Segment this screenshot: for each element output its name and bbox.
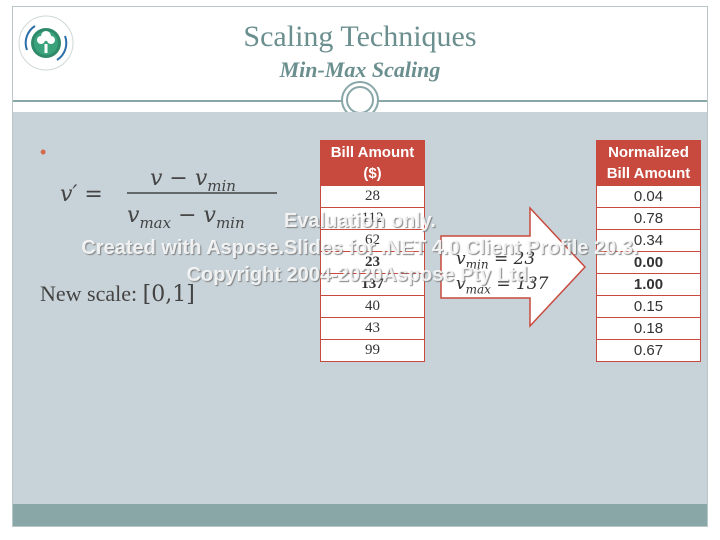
new-scale-line: New scale: [0,1]: [40, 281, 195, 307]
formula-denominator: v: [127, 203, 140, 228]
formula-denominator-sub1: max: [139, 214, 171, 232]
minmax-formula: v′ = v − vmin vmax − vmin: [60, 166, 277, 232]
normalized-bill-cell: 0.67: [596, 339, 701, 362]
right-arrow-icon: [440, 206, 587, 328]
watermark-line-3: Copyright 2004-2020Aspose Pty Ltd.: [186, 264, 534, 286]
formula-numerator: v − v: [150, 166, 208, 191]
svg-text:vmax − vmin: vmax − vmin: [127, 203, 245, 232]
vmin-label: vmin = 23: [456, 249, 536, 272]
watermark-line-1: Evaluation only.: [284, 210, 436, 232]
normalized-bill-table: Normalized Bill Amount 0.04 0.78 0.34 0.…: [596, 140, 701, 362]
normalized-bill-cell: 1.00: [596, 273, 701, 296]
bill-amount-table: Bill Amount ($) 28 112 62 23 137 40 43 9…: [320, 140, 425, 362]
bill-amount-cell: 28: [320, 185, 425, 208]
slide-title: Scaling Techniques: [243, 20, 477, 53]
normalized-bill-header: Normalized Bill Amount: [596, 140, 701, 186]
normalized-bill-cell: 0.04: [596, 185, 701, 208]
watermark-line-2: Created with Aspose.Slides for .NET 4.0 …: [81, 237, 639, 259]
vmax-label: vmax = 137: [456, 274, 549, 297]
bill-amount-header: Bill Amount ($): [320, 140, 425, 186]
bill-amount-cell: 40: [320, 295, 425, 318]
formula-lhs: v′ =: [60, 182, 103, 207]
ruppin-logo: [18, 15, 74, 71]
normalized-bill-cell: 0.18: [596, 317, 701, 340]
slide-footer-band: [13, 504, 707, 526]
new-scale-label: New scale:: [40, 281, 143, 306]
svg-text:v − vmin: v − vmin: [150, 166, 236, 195]
formula-numerator-sub: min: [207, 177, 236, 195]
bill-amount-cell: 99: [320, 339, 425, 362]
formula-denominator-sub2: min: [216, 214, 245, 232]
bill-amount-cell: 43: [320, 317, 425, 340]
new-scale-value: [0,1]: [142, 282, 195, 307]
formula-denominator-mid: − v: [171, 203, 216, 228]
bullet-marker: •: [40, 142, 47, 162]
slide-frame: [12, 6, 708, 527]
normalized-bill-cell: 0.15: [596, 295, 701, 318]
slide-subtitle: Min-Max Scaling: [279, 57, 441, 82]
